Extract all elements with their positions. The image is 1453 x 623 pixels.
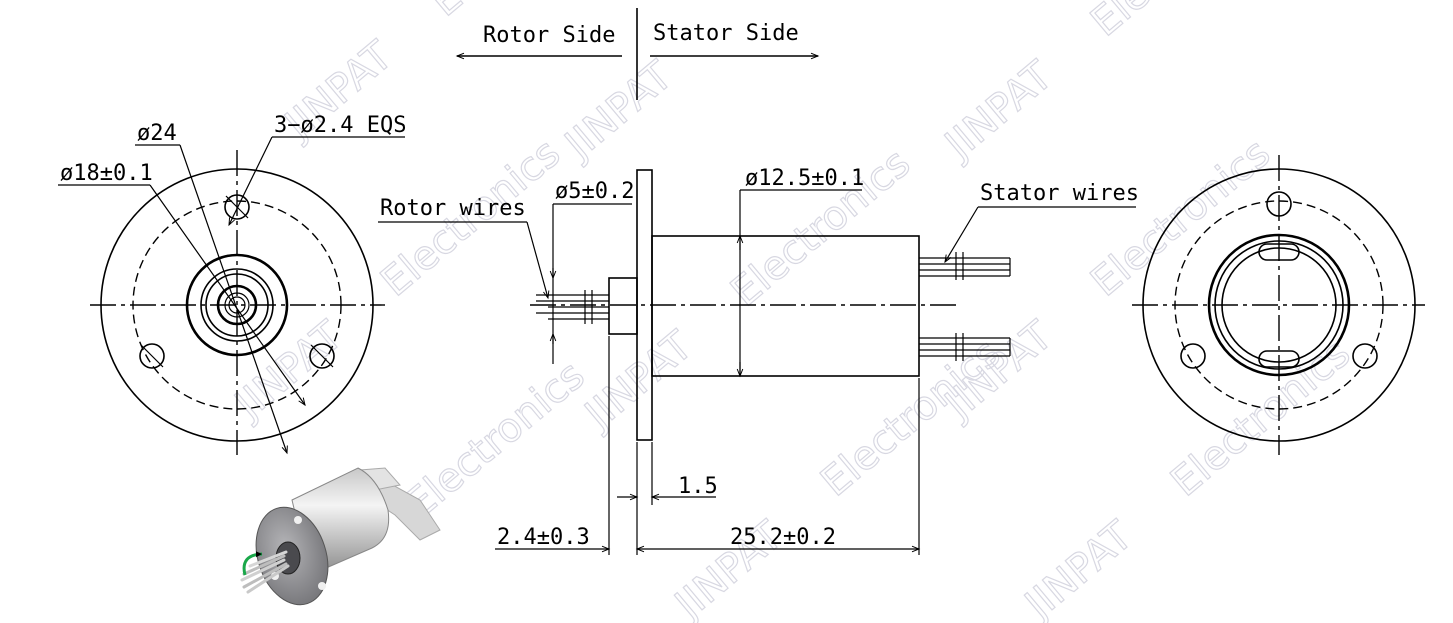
hole-cross bbox=[140, 344, 164, 368]
stator-wire-bundle-bottom bbox=[919, 333, 1011, 361]
front-body-ring bbox=[185, 253, 289, 357]
front-shaft bbox=[216, 284, 258, 326]
flange-thickness-label: 1.5 bbox=[678, 474, 718, 499]
shaft-dia-label: ø5±0.2 bbox=[555, 179, 634, 204]
side-view: Rotor wires ø5±0.2 ø12.5±0.1 bbox=[378, 166, 1139, 555]
rotor-wires-label: Rotor wires bbox=[380, 196, 526, 221]
watermark-word-text: Electronics bbox=[1082, 0, 1279, 46]
pcd-arrow bbox=[149, 184, 306, 407]
rear-body-ring-inner bbox=[1221, 247, 1337, 363]
watermark-brand-text: JINPAT bbox=[555, 53, 682, 170]
rotation-arrow-icon bbox=[242, 551, 263, 576]
pcd-label: ø18±0.1 bbox=[60, 161, 153, 186]
front-mount-hole-top bbox=[224, 194, 250, 220]
front-shaft-ring-outer bbox=[200, 268, 274, 342]
watermark-brand-text: JINPAT bbox=[225, 313, 352, 430]
rear-body-ring bbox=[1214, 240, 1344, 370]
body-profile bbox=[651, 235, 920, 377]
rear-pitch-circle bbox=[1174, 200, 1384, 410]
front-flange-outline bbox=[100, 168, 374, 442]
watermark-word-text: Electronics bbox=[422, 0, 619, 26]
direction-indicator: Rotor Side Stator Side bbox=[455, 8, 820, 100]
front-shaft-ring bbox=[205, 273, 269, 337]
rear-mount-hole-left bbox=[1180, 343, 1206, 369]
hole-cross bbox=[310, 344, 334, 368]
stator-wires-arrow bbox=[944, 206, 979, 264]
front-pitch-circle bbox=[132, 200, 342, 410]
body-length-label: 25.2±0.2 bbox=[730, 525, 836, 550]
holes-callout-label: 3−ø2.4 EQS bbox=[274, 113, 406, 138]
hole-cross bbox=[225, 195, 249, 219]
rotor-wires-arrow bbox=[526, 221, 550, 300]
watermark-word-text: Electronics bbox=[1162, 330, 1359, 505]
rear-flange-outline bbox=[1142, 168, 1416, 442]
rear-view bbox=[1132, 155, 1425, 455]
watermark-brand-text: JINPAT bbox=[575, 323, 702, 440]
render-flange-hole bbox=[318, 582, 326, 590]
outer-dia-arrow bbox=[179, 144, 288, 455]
body-dia-label: ø12.5±0.1 bbox=[745, 166, 864, 191]
front-view: 3−ø2.4 EQS ø24 ø18±0.1 bbox=[58, 113, 406, 455]
front-wire-bundle bbox=[224, 292, 250, 318]
rotor-wire-bundle bbox=[536, 290, 609, 324]
stator-wires-label: Stator wires bbox=[980, 181, 1139, 206]
shaft-length-label: 2.4±0.3 bbox=[497, 525, 590, 550]
watermark-word-text: Electronics bbox=[397, 352, 594, 527]
rear-wire-slot-top bbox=[1258, 243, 1300, 261]
rear-mount-hole-right bbox=[1352, 343, 1378, 369]
watermark-brand-text: JINPAT bbox=[935, 53, 1062, 170]
rear-wire-slot-bottom bbox=[1258, 350, 1300, 368]
stator-side-label: Stator Side bbox=[653, 21, 799, 46]
watermark-word-text: Electronics bbox=[1082, 130, 1279, 305]
front-mount-hole-right bbox=[309, 343, 335, 369]
rotor-side-label: Rotor Side bbox=[483, 23, 615, 48]
render-rotor-wires bbox=[240, 550, 290, 594]
outer-dia-label: ø24 bbox=[137, 121, 177, 146]
rear-body-ring-outer bbox=[1207, 233, 1351, 377]
watermark-brand-text: JINPAT bbox=[1015, 513, 1142, 623]
front-wire-core bbox=[228, 296, 246, 314]
holes-callout-arrow bbox=[228, 136, 273, 227]
stator-wire-bundle-top bbox=[919, 252, 1011, 280]
shaft-profile bbox=[608, 277, 638, 335]
product-3d-render bbox=[240, 467, 441, 606]
front-mount-hole-left bbox=[139, 343, 165, 369]
render-flange-hole bbox=[294, 516, 302, 524]
rear-mount-hole-top bbox=[1266, 191, 1292, 217]
